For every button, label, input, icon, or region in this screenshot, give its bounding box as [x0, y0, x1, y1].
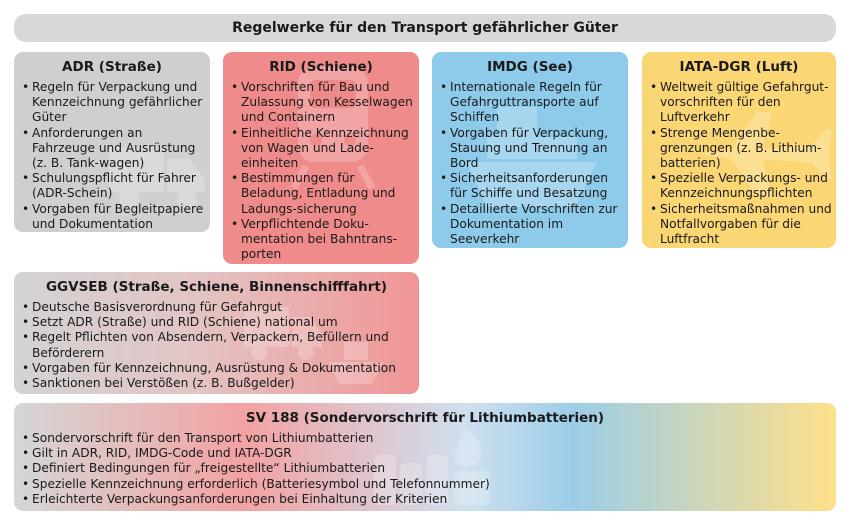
rid-heading: RID (Schiene) [269, 59, 373, 75]
imdg-list: Internationale Regeln für Gefahrguttrans… [440, 80, 626, 247]
list-item: Regeln für Verpackung und Kennzeichnung … [22, 80, 208, 126]
imdg-heading: IMDG (See) [487, 59, 573, 75]
list-item: Strenge Mengenbe-grenzungen (z. B. Lithi… [650, 126, 834, 172]
imdg-box: IMDG (See) Internationale Regeln für Gef… [432, 52, 628, 248]
list-item: Spezielle Verpackungs- und Kennzeichnung… [650, 171, 834, 201]
list-item: Einheitliche Kennzeichnung von Wagen und… [231, 126, 417, 172]
adr-list: Regeln für Verpackung und Kennzeichnung … [22, 80, 208, 232]
list-item: Definiert Bedingungen für „freigestellte… [22, 461, 722, 476]
list-item: Setzt ADR (Straße) und RID (Schiene) nat… [22, 315, 417, 330]
list-item: Vorgaben für Verpackung, Stauung und Tre… [440, 126, 626, 172]
list-item: Bestimmungen für Beladung, Entladung und… [231, 171, 417, 217]
adr-box: ADR (Straße) Regeln für Verpackung und K… [14, 52, 210, 232]
diagram-title-bar: Regelwerke für den Transport gefährliche… [14, 14, 836, 42]
list-item: Vorgaben für Kennzeichnung, Ausrüstung &… [22, 361, 417, 376]
sv188-list: Sondervorschrift für den Transport von L… [22, 431, 722, 507]
list-item: Internationale Regeln für Gefahrguttrans… [440, 80, 626, 126]
list-item: Detaillierte Vorschriften zur Dokumentat… [440, 202, 626, 248]
list-item: Gilt in ADR, RID, IMDG-Code und IATA-DGR [22, 446, 722, 461]
list-item: Deutsche Basisverordnung für Gefahrgut [22, 300, 417, 315]
list-item: Sicherheitsanforderungen für Schiffe und… [440, 171, 626, 201]
list-item: Regelt Pflichten von Absendern, Verpacke… [22, 330, 417, 360]
rid-list: Vorschriften für Bau und Zulassung von K… [231, 80, 417, 262]
list-item: Sondervorschrift für den Transport von L… [22, 431, 722, 446]
list-item: Vorgaben für Begleitpapiere und Dokument… [22, 202, 208, 232]
list-item: Spezielle Kennzeichnung erforderlich (Ba… [22, 477, 722, 492]
rid-box: RID (Schiene) Vorschriften für Bau und Z… [223, 52, 419, 264]
sv188-heading: SV 188 (Sondervorschrift für Lithiumbatt… [245, 410, 605, 426]
sv188-box: SV 188 (Sondervorschrift für Lithiumbatt… [14, 403, 836, 511]
iata-heading: IATA-DGR (Luft) [679, 59, 799, 75]
list-item: Verpflichtende Doku-mentation bei Bahntr… [231, 217, 417, 263]
iata-box: IATA-DGR (Luft) Weltweit gültige Gefahrg… [642, 52, 836, 248]
ggvseb-list: Deutsche Basisverordnung für Gefahrgut S… [22, 300, 417, 391]
list-item: Sicherheitsmaßnahmen und Notfallvorgaben… [650, 202, 834, 248]
list-item: Sanktionen bei Verstößen (z. B. Bußgelde… [22, 376, 417, 391]
list-item: Erleichterte Verpackungsanforderungen be… [22, 492, 722, 507]
iata-list: Weltweit gültige Gefahrgut-vorschriften … [650, 80, 834, 247]
list-item: Weltweit gültige Gefahrgut-vorschriften … [650, 80, 834, 126]
list-item: Vorschriften für Bau und Zulassung von K… [231, 80, 417, 126]
list-item: Schulungspflicht für Fahrer (ADR-Schein) [22, 171, 208, 201]
list-item: Anforderungen an Fahrzeuge und Ausrüstun… [22, 126, 208, 172]
diagram-title: Regelwerke für den Transport gefährliche… [232, 20, 618, 36]
ggvseb-box: GGVSEB (Straße, Schiene, Binnenschifffah… [14, 272, 419, 394]
adr-heading: ADR (Straße) [62, 59, 162, 75]
ggvseb-heading: GGVSEB (Straße, Schiene, Binnenschifffah… [45, 279, 388, 295]
